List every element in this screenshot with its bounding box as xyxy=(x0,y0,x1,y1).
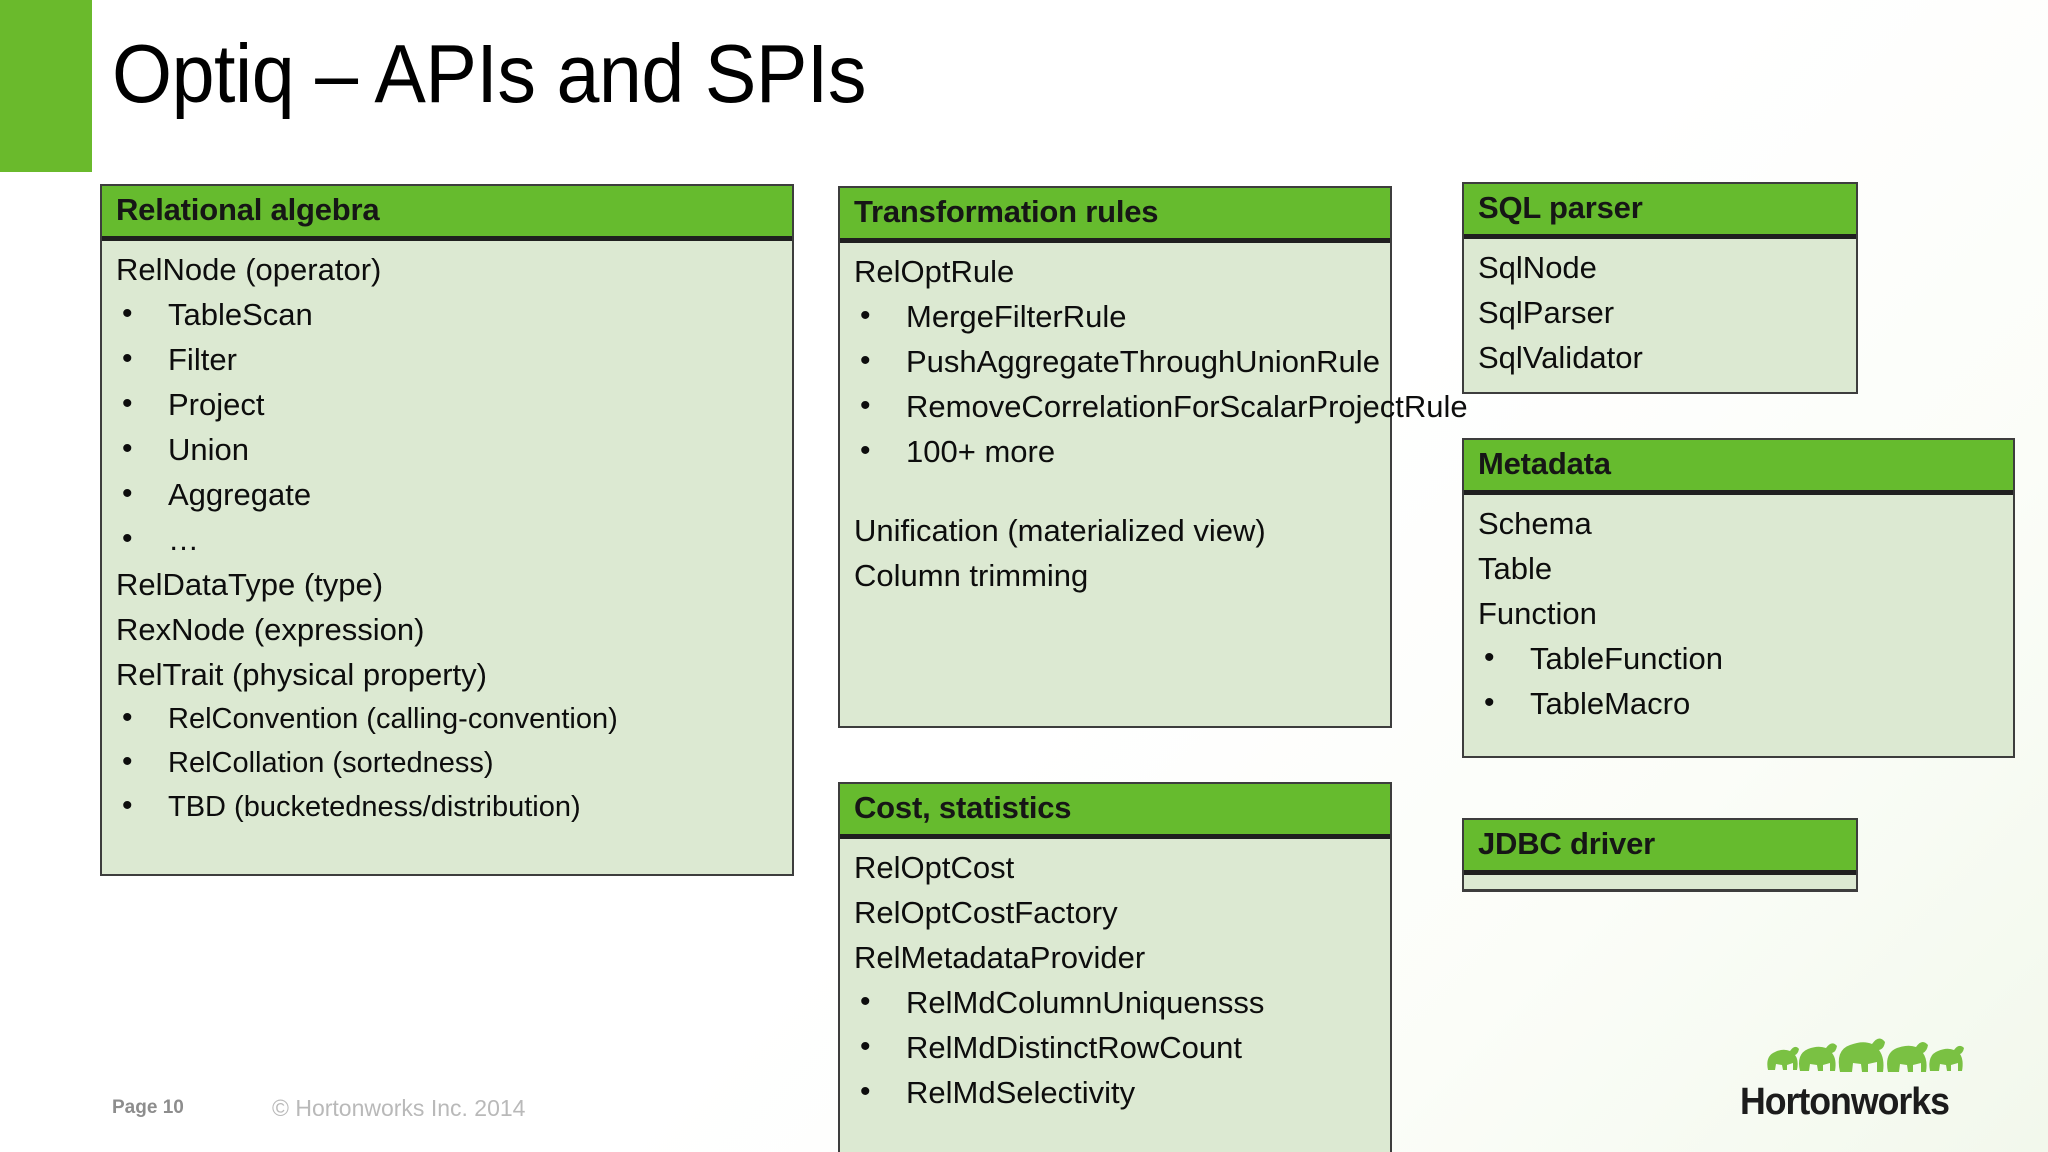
list-item-bullet: RelCollation (sortedness) xyxy=(116,740,782,785)
list-item-bullet: MergeFilterRule xyxy=(854,293,1380,339)
list-item-text: Schema xyxy=(1478,506,1592,541)
footer-copyright: © Hortonworks Inc. 2014 xyxy=(272,1095,526,1121)
elephant-herd-icon xyxy=(1767,1038,1964,1072)
card-header-relational-algebra: Relational algebra xyxy=(102,186,792,241)
list-item-text: SqlValidator xyxy=(1478,340,1643,375)
card-body-metadata: SchemaTableFunctionTableFunctionTableMac… xyxy=(1464,495,2013,734)
list-item-bullet: TableMacro xyxy=(1478,680,2003,726)
list-item-text: Table xyxy=(1478,551,1553,586)
list-spacer xyxy=(854,474,1380,508)
list-item-bullet: TableScan xyxy=(116,291,782,337)
list-item-text: SqlNode xyxy=(1478,250,1597,285)
card-body-transformation-rules: RelOptRuleMergeFilterRulePushAggregateTh… xyxy=(840,243,1468,606)
list-item-bullet: RelMdColumnUniquensss xyxy=(854,979,1380,1025)
list-item-text: RelOptCost xyxy=(854,850,1015,885)
list-item-bullet: Project xyxy=(116,381,782,427)
list-item-bullet: RelConvention (calling-convention) xyxy=(116,696,782,741)
list-item-bullet: 100+ more xyxy=(854,428,1380,474)
card-metadata: Metadata SchemaTableFunctionTableFunctio… xyxy=(1462,438,2015,758)
list-item-bullet: RelMdSelectivity xyxy=(854,1069,1380,1115)
card-header-sql-parser: SQL parser xyxy=(1464,184,1856,239)
list-item-text: RelDataType (type) xyxy=(116,567,384,602)
card-body-relational-algebra: RelNode (operator) TableScanFilterProject… xyxy=(102,241,792,837)
footer-page-number: Page 10 xyxy=(112,1097,184,1118)
list-item-bullet: Union xyxy=(116,426,782,472)
card-header-cost-statistics: Cost, statistics xyxy=(840,784,1390,839)
accent-bar xyxy=(0,0,92,172)
hortonworks-wordmark: Hortonworks xyxy=(1740,1081,1950,1123)
list-item-text: RexNode (expression) xyxy=(116,612,425,647)
hortonworks-logo: Hortonworks xyxy=(1740,1028,1980,1124)
page-title: Optiq – APIs and SPIs xyxy=(112,27,866,120)
list-item-bullet: TBD (bucketedness/distribution) xyxy=(116,784,782,829)
list-item-text: RelMetadataProvider xyxy=(854,940,1146,975)
card-header-transformation-rules: Transformation rules xyxy=(840,188,1390,243)
card-transformation-rules: Transformation rules RelOptRuleMergeFilt… xyxy=(838,186,1468,728)
card-header-jdbc-driver: JDBC driver xyxy=(1464,820,1856,875)
list-item-bullet: RelMdDistinctRowCount xyxy=(854,1024,1380,1070)
list-item-text: Function xyxy=(1478,596,1597,631)
list-item-text: RelOptCostFactory xyxy=(854,895,1118,930)
list-item-bullet: Filter xyxy=(116,336,782,382)
card-jdbc-driver: JDBC driver xyxy=(1462,818,1858,892)
list-item-text: RelTrait (physical property) xyxy=(116,657,487,692)
list-item-text: SqlParser xyxy=(1478,295,1615,330)
list-item-bullet: TableFunction xyxy=(1478,635,2003,681)
list-item-text: RelOptRule xyxy=(854,254,1015,289)
list-item-text: Unification (materialized view) xyxy=(854,513,1266,548)
card-header-metadata: Metadata xyxy=(1464,440,2013,495)
list-item-bullet: PushAggregateThroughUnionRule xyxy=(854,338,1380,384)
list-item-text: Column trimming xyxy=(854,558,1089,593)
card-relational-algebra: Relational algebra RelNode (operator) Tab… xyxy=(100,184,794,876)
list-item-bullet: RemoveCorrelationForScalarProjectRule xyxy=(854,383,1468,429)
list-item-bullet: Aggregate xyxy=(116,471,782,517)
list-item-bullet: … xyxy=(116,516,782,562)
list-item-text: RelNode (operator) xyxy=(116,252,382,287)
